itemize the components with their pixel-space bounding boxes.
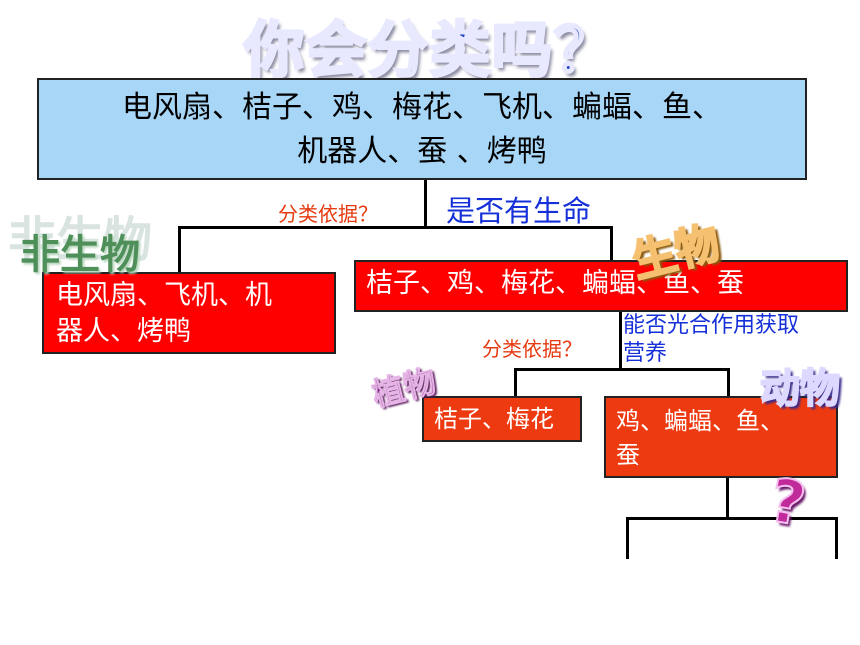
animal-items-box: 鸡、蝙蝠、鱼、 蚕: [604, 396, 838, 478]
nonliving-items-box: 电风扇、飞机、机 器人、烤鸭: [42, 272, 336, 354]
animal-items-line1: 鸡、蝙蝠、鱼、: [616, 407, 784, 435]
root-items-box: 电风扇、桔子、鸡、梅花、飞机、蝙蝠、鱼、 机器人、蚕 、烤鸭: [37, 78, 807, 180]
page-title: 你会分类吗？: [243, 15, 616, 88]
connector-level3-right-drop: [835, 517, 838, 559]
nonliving-items-line1: 电风扇、飞机、机: [56, 280, 272, 311]
plant-items-text: 桔子、梅花: [434, 405, 554, 433]
level2-criterion-line1: 能否光合作用获取: [623, 313, 800, 338]
level2-criterion-line2: 营养: [623, 341, 668, 366]
connector-animal-down: [726, 478, 729, 520]
nonliving-items-line2: 器人、烤鸭: [56, 316, 191, 347]
level2-question: 分类依据？: [482, 337, 582, 361]
connector-level1-right-drop: [610, 226, 613, 262]
animal-items-line2: 蚕: [616, 441, 640, 469]
root-items-line2: 机器人、蚕 、烤鸭: [297, 134, 547, 169]
connector-level2-horizontal: [514, 368, 730, 371]
nonliving-label: 非生物: [20, 232, 140, 278]
connector-level2-left-drop: [514, 368, 517, 398]
connector-level3-left-drop: [626, 517, 629, 559]
root-items-line1: 电风扇、桔子、鸡、梅花、飞机、蝙蝠、鱼、: [122, 90, 722, 125]
level2-criterion: 能否光合作用获取 营养: [623, 312, 804, 368]
nonliving-label-shadow: 非生物: [8, 212, 153, 268]
connector-level2-right-drop: [727, 368, 730, 398]
animal-label: 动物: [759, 365, 841, 413]
connector-root-down: [424, 180, 427, 228]
connector-level1-horizontal: [178, 226, 613, 229]
level1-criterion: 是否有生命: [446, 194, 592, 228]
connector-living-down: [619, 312, 622, 370]
level1-question: 分类依据？: [278, 202, 378, 226]
living-items-text: 桔子、鸡、梅花、蝙蝠、鱼、蚕: [366, 268, 744, 299]
living-items-box: 桔子、鸡、梅花、蝙蝠、鱼、蚕: [354, 260, 848, 312]
plant-items-box: 桔子、梅花: [422, 396, 582, 442]
connector-level3-horizontal: [626, 517, 838, 520]
connector-level1-left-drop: [178, 226, 181, 276]
